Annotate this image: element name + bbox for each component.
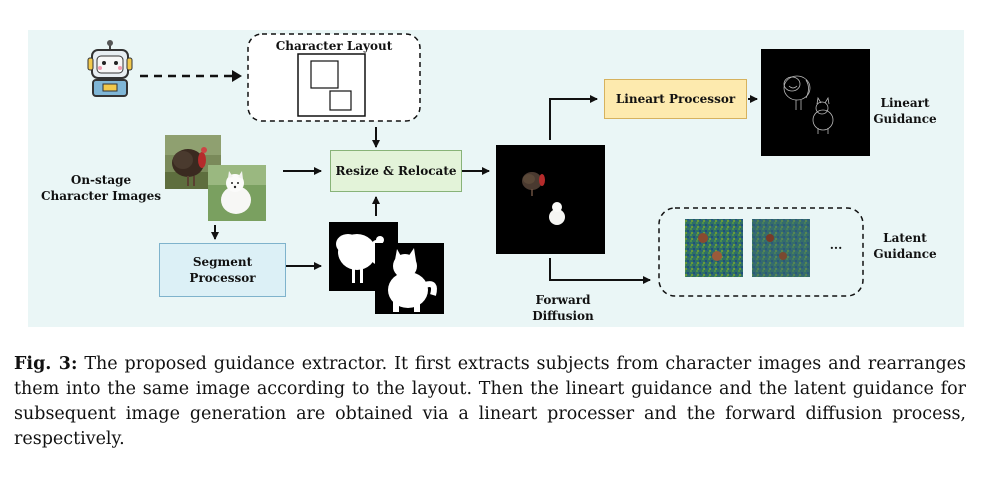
forward-diffusion-line1: Forward (535, 293, 591, 307)
forward-diffusion-line2: Diffusion (532, 309, 594, 323)
onstage-label-line2: Character Images (41, 189, 161, 203)
lineart-image (761, 49, 870, 156)
resize-relocate-box: Resize & Relocate (330, 150, 462, 192)
latent-noise-image-2 (752, 219, 810, 277)
latent-guidance-box (658, 207, 864, 297)
segment-processor-line2: Processor (189, 271, 256, 285)
character-layout-label: Character Layout (275, 39, 393, 53)
lineart-guidance-line1: Lineart (880, 96, 930, 110)
onstage-label-line1: On-stage (70, 173, 132, 187)
caption-label: Fig. 3: (14, 354, 78, 374)
latent-ellipsis: ... (829, 238, 843, 252)
latent-guidance-line2: Guidance (873, 247, 937, 261)
dog-photo (208, 165, 266, 221)
composite-image (496, 145, 605, 254)
layout-slot-2 (329, 90, 352, 111)
figure-caption: Fig. 3: The proposed guidance extractor.… (14, 352, 966, 452)
latent-guidance-line1: Latent (883, 231, 927, 245)
dog-mask (375, 243, 444, 314)
segment-processor-line1: Segment (192, 255, 253, 269)
lineart-processor-label: Lineart Processor (615, 92, 736, 106)
robot-icon (87, 40, 133, 97)
layout-slot-1 (310, 60, 339, 89)
lineart-guidance-line2: Guidance (873, 112, 937, 126)
caption-text: The proposed guidance extractor. It firs… (14, 354, 967, 449)
segment-processor-box: Segment Processor (159, 243, 286, 297)
latent-noise-image-1 (685, 219, 743, 277)
lineart-processor-box: Lineart Processor (604, 79, 747, 119)
resize-relocate-label: Resize & Relocate (335, 164, 457, 178)
